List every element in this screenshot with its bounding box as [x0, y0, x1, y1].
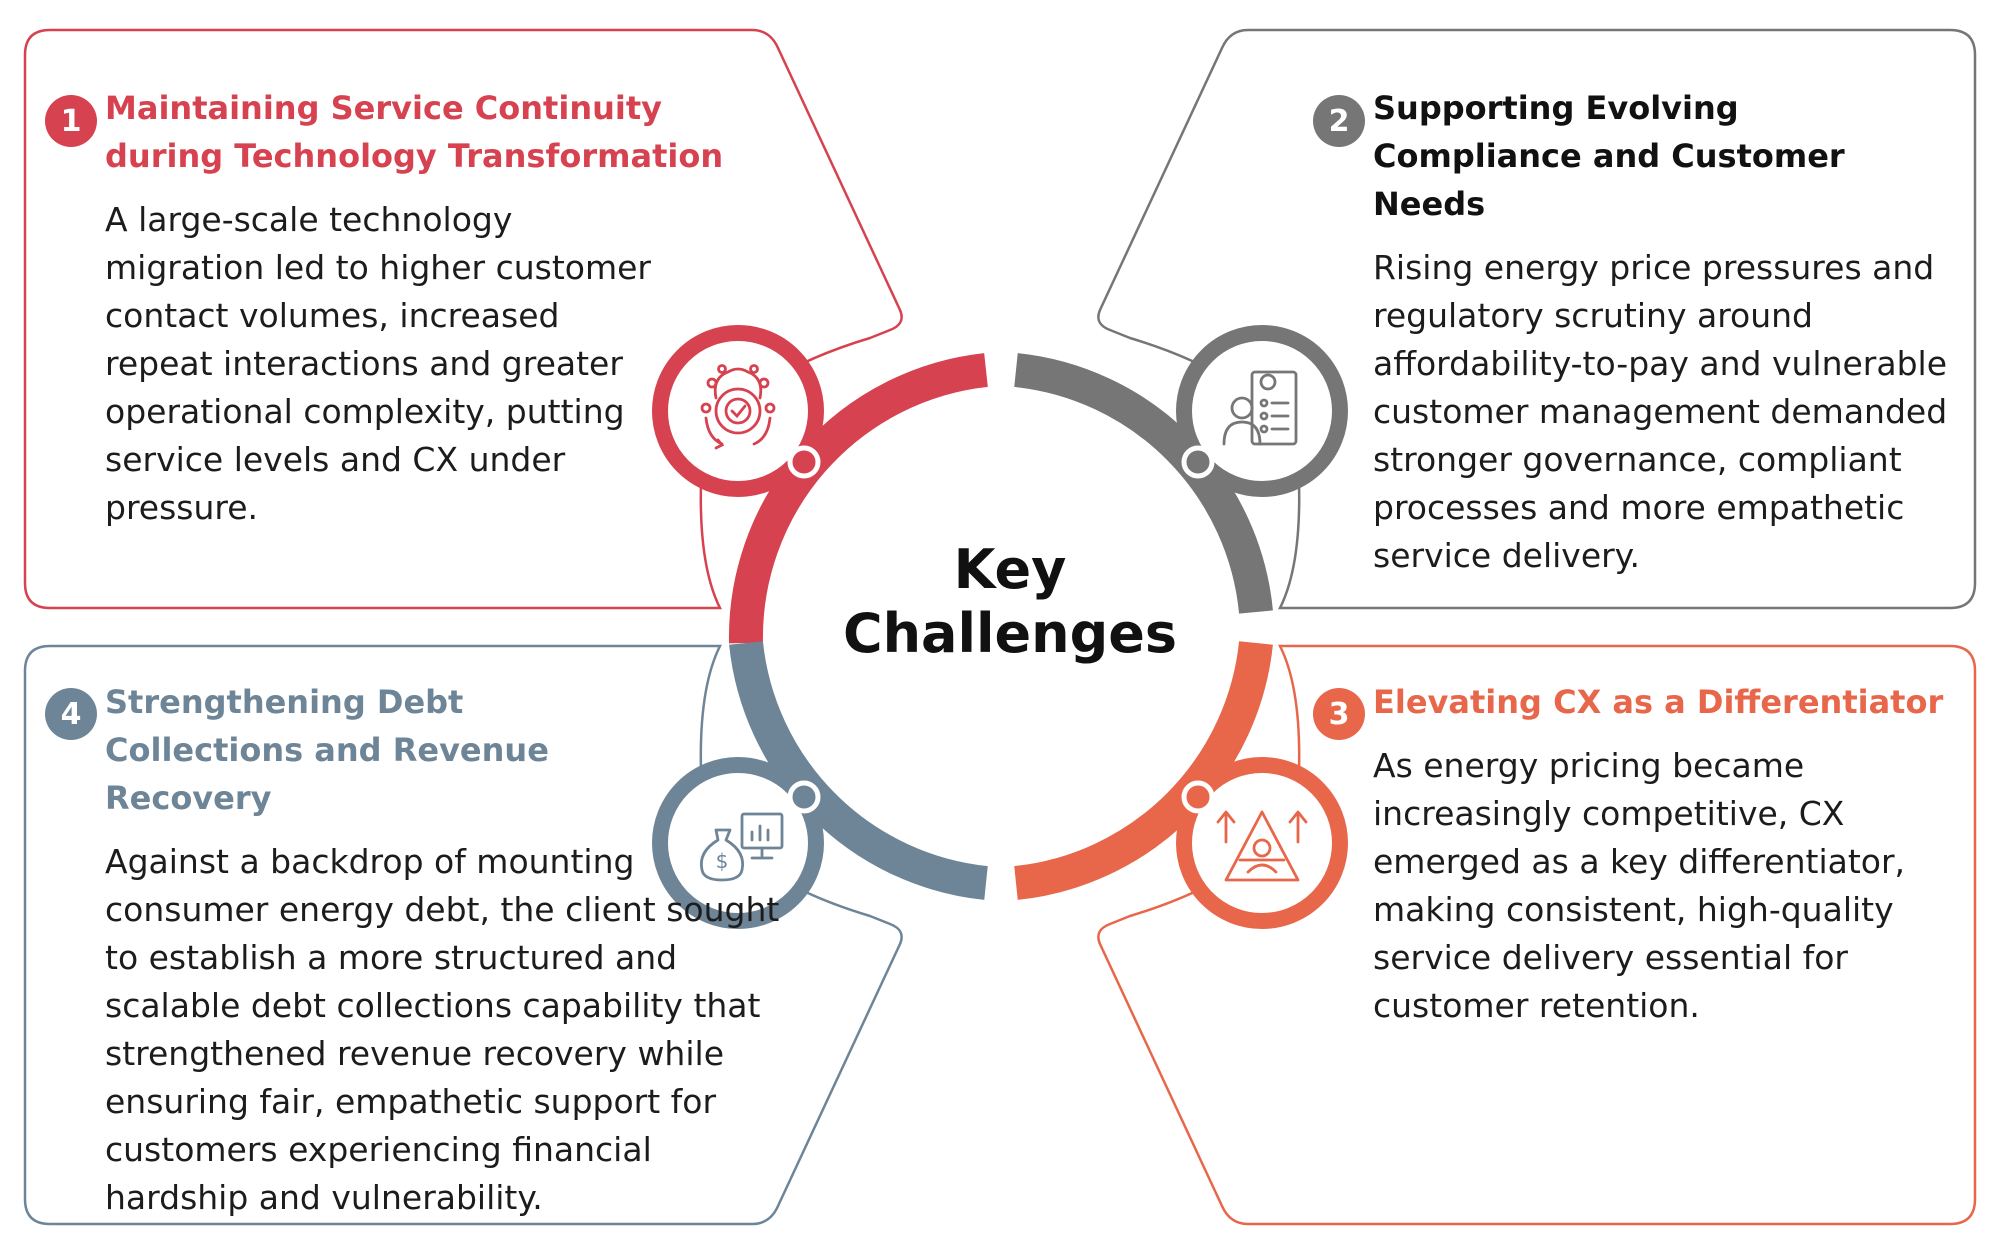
- number-badge-2: 2: [1313, 95, 1365, 147]
- challenge-title-4: Strengthening Debt Collections and Reven…: [105, 683, 549, 817]
- center-title: Key Challenges: [800, 538, 1220, 666]
- connector-dot-3: [1181, 780, 1215, 814]
- person-checklist-icon: [1222, 370, 1298, 446]
- connector-dot-2: [1181, 445, 1215, 479]
- challenge-text-2: Rising energy price pressures and regula…: [1373, 248, 1948, 575]
- center-title-line1: Key: [953, 538, 1067, 601]
- challenge-text-3: As energy pricing became increasingly co…: [1373, 746, 1906, 1025]
- number-badge-4: 4: [45, 688, 97, 740]
- challenge-title-2: Supporting Evolving Compliance and Custo…: [1373, 89, 1845, 223]
- ring-segment-2: [1014, 353, 1273, 614]
- connector-dot-1: [787, 445, 821, 479]
- challenge-card-4: Strengthening Debt Collections and Reven…: [105, 678, 785, 1222]
- challenge-title-1: Maintaining Service Continuity during Te…: [105, 89, 724, 175]
- center-title-line2: Challenges: [842, 602, 1178, 665]
- ring-segment-3: [1014, 641, 1273, 900]
- icon-circle-4: [652, 757, 824, 929]
- challenge-card-1: Maintaining Service Continuity during Te…: [105, 84, 725, 532]
- icon-circle-3: [1176, 757, 1348, 929]
- challenge-title-3: Elevating CX as a Differentiator: [1373, 683, 1944, 721]
- ring-segment-4: [729, 641, 988, 900]
- svg-text:$: $: [716, 849, 729, 873]
- icon-circle-2: [1176, 325, 1348, 497]
- connector-dot-4: [787, 780, 821, 814]
- challenge-card-2: Supporting Evolving Compliance and Custo…: [1373, 84, 1953, 580]
- pyramid-growth-icon: [1216, 810, 1308, 882]
- number-badge-1: 1: [45, 95, 97, 147]
- gear-network-check-icon: [700, 364, 776, 450]
- challenge-text-1: A large-scale technology migration led t…: [105, 200, 651, 527]
- challenge-card-3: Elevating CX as a Differentiator As ener…: [1373, 678, 1953, 1030]
- challenge-text-4: Against a backdrop of mounting consumer …: [105, 842, 780, 1217]
- icon-circle-1: [652, 325, 824, 497]
- number-badge-3: 3: [1313, 688, 1365, 740]
- money-bag-chart-icon: $: [699, 812, 784, 882]
